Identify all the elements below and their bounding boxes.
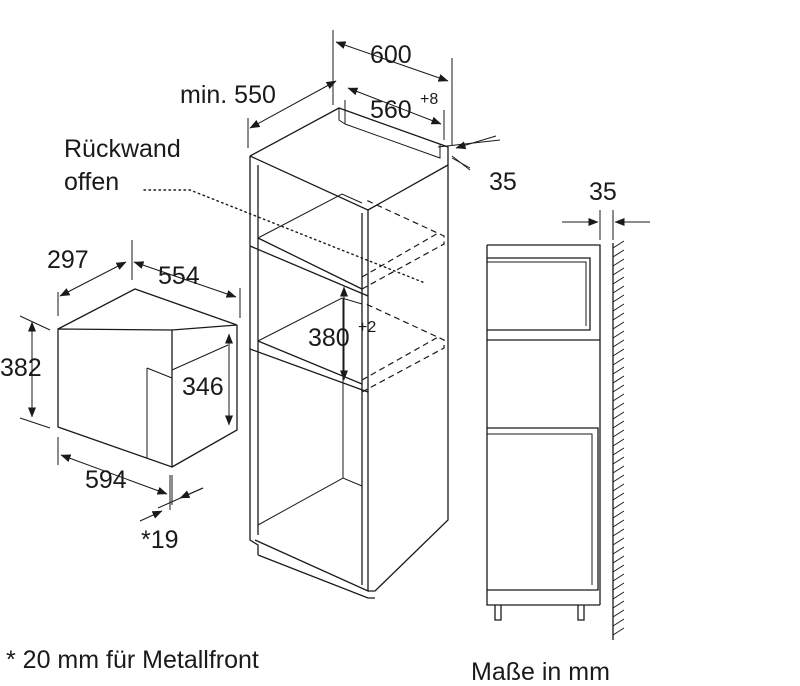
label-back-panel-open: offen <box>64 168 119 196</box>
label-554: 554 <box>158 262 200 290</box>
wall-hatch-mark <box>612 249 625 258</box>
wall-hatch-mark <box>612 402 625 411</box>
wall-hatch-mark <box>612 447 625 456</box>
wall-hatch-mark <box>612 267 625 276</box>
label-297: 297 <box>47 246 89 274</box>
label-back-panel: Rückwand <box>64 135 181 163</box>
wall-hatch-mark <box>612 465 625 474</box>
wall-hatch-mark <box>612 582 625 591</box>
wall-hatch-mark <box>612 357 625 366</box>
microwave-device <box>57 288 238 468</box>
wall-hatch-mark <box>612 429 625 438</box>
cabinet-dimensions <box>247 30 501 381</box>
label-382: 382 <box>0 354 42 382</box>
wall-hatch-mark <box>612 294 625 303</box>
back-panel-leader <box>143 189 426 284</box>
device-front <box>57 328 173 468</box>
wall-hatch-mark <box>612 501 625 510</box>
wall-hatch-mark <box>612 492 625 501</box>
label-380: 380 <box>308 324 350 352</box>
label-560-tolerance: +8 <box>420 91 438 108</box>
wall-hatch-mark <box>612 627 625 636</box>
wall-hatch-mark <box>612 510 625 519</box>
wall-hatch-mark <box>612 393 625 402</box>
wall-hatch-mark <box>612 312 625 321</box>
wall-hatch-mark <box>612 375 625 384</box>
wall-hatch-mark <box>612 303 625 312</box>
wall-hatch-mark <box>612 528 625 537</box>
wall-hatch-mark <box>612 546 625 555</box>
wall-hatch-mark <box>612 348 625 357</box>
wall-hatch-mark <box>612 519 625 528</box>
side-view-cabinet <box>486 243 614 640</box>
wall-hatch-mark <box>612 483 625 492</box>
wall-hatch-mark <box>612 474 625 483</box>
wall-hatch-mark <box>612 555 625 564</box>
wall-hatch-mark <box>612 330 625 339</box>
wall-hatching <box>612 240 625 636</box>
wall-hatch-mark <box>612 321 625 330</box>
label-35-top: 35 <box>489 168 517 196</box>
label-594: 594 <box>85 466 127 494</box>
wall-hatch-mark <box>612 564 625 573</box>
device-top <box>57 288 238 331</box>
wall-hatch-mark <box>612 240 625 249</box>
wall-hatch-mark <box>612 438 625 447</box>
wall-hatch-mark <box>612 384 625 393</box>
wall-hatch-mark <box>612 537 625 546</box>
wall-hatch-mark <box>612 366 625 375</box>
footnote-metal-front: * 20 mm für Metallfront <box>6 646 259 674</box>
wall-hatch-mark <box>612 339 625 348</box>
label-min-550: min. 550 <box>180 81 276 109</box>
wall-hatch-mark <box>612 420 625 429</box>
wall-hatch-mark <box>612 591 625 600</box>
wall-hatch-mark <box>612 600 625 609</box>
label-19: *19 <box>141 526 179 554</box>
wall-hatch-mark <box>612 609 625 618</box>
label-600: 600 <box>370 41 412 69</box>
wall-hatch-mark <box>612 285 625 294</box>
label-35-side: 35 <box>589 178 617 206</box>
dimension-labels: min. 550 600 560 +8 35 35 Rückwand offen… <box>0 41 617 554</box>
wall-hatch-mark <box>612 411 625 420</box>
wall-hatch-mark <box>612 573 625 582</box>
label-346: 346 <box>182 373 224 401</box>
device-panel-top <box>146 367 173 379</box>
wall-hatch-mark <box>612 618 625 627</box>
label-380-tolerance: +2 <box>358 319 376 336</box>
device-side-line <box>171 344 229 371</box>
wall-hatch-mark <box>612 456 625 465</box>
wall-hatch-mark <box>612 258 625 267</box>
device-side <box>171 325 238 468</box>
label-560: 560 <box>370 96 412 124</box>
units-note: Maße in mm <box>471 658 610 686</box>
back-shelf-outline <box>361 199 445 393</box>
device-dimensions <box>19 240 241 522</box>
side-dimensions <box>562 210 650 240</box>
wall-hatch-mark <box>612 276 625 285</box>
